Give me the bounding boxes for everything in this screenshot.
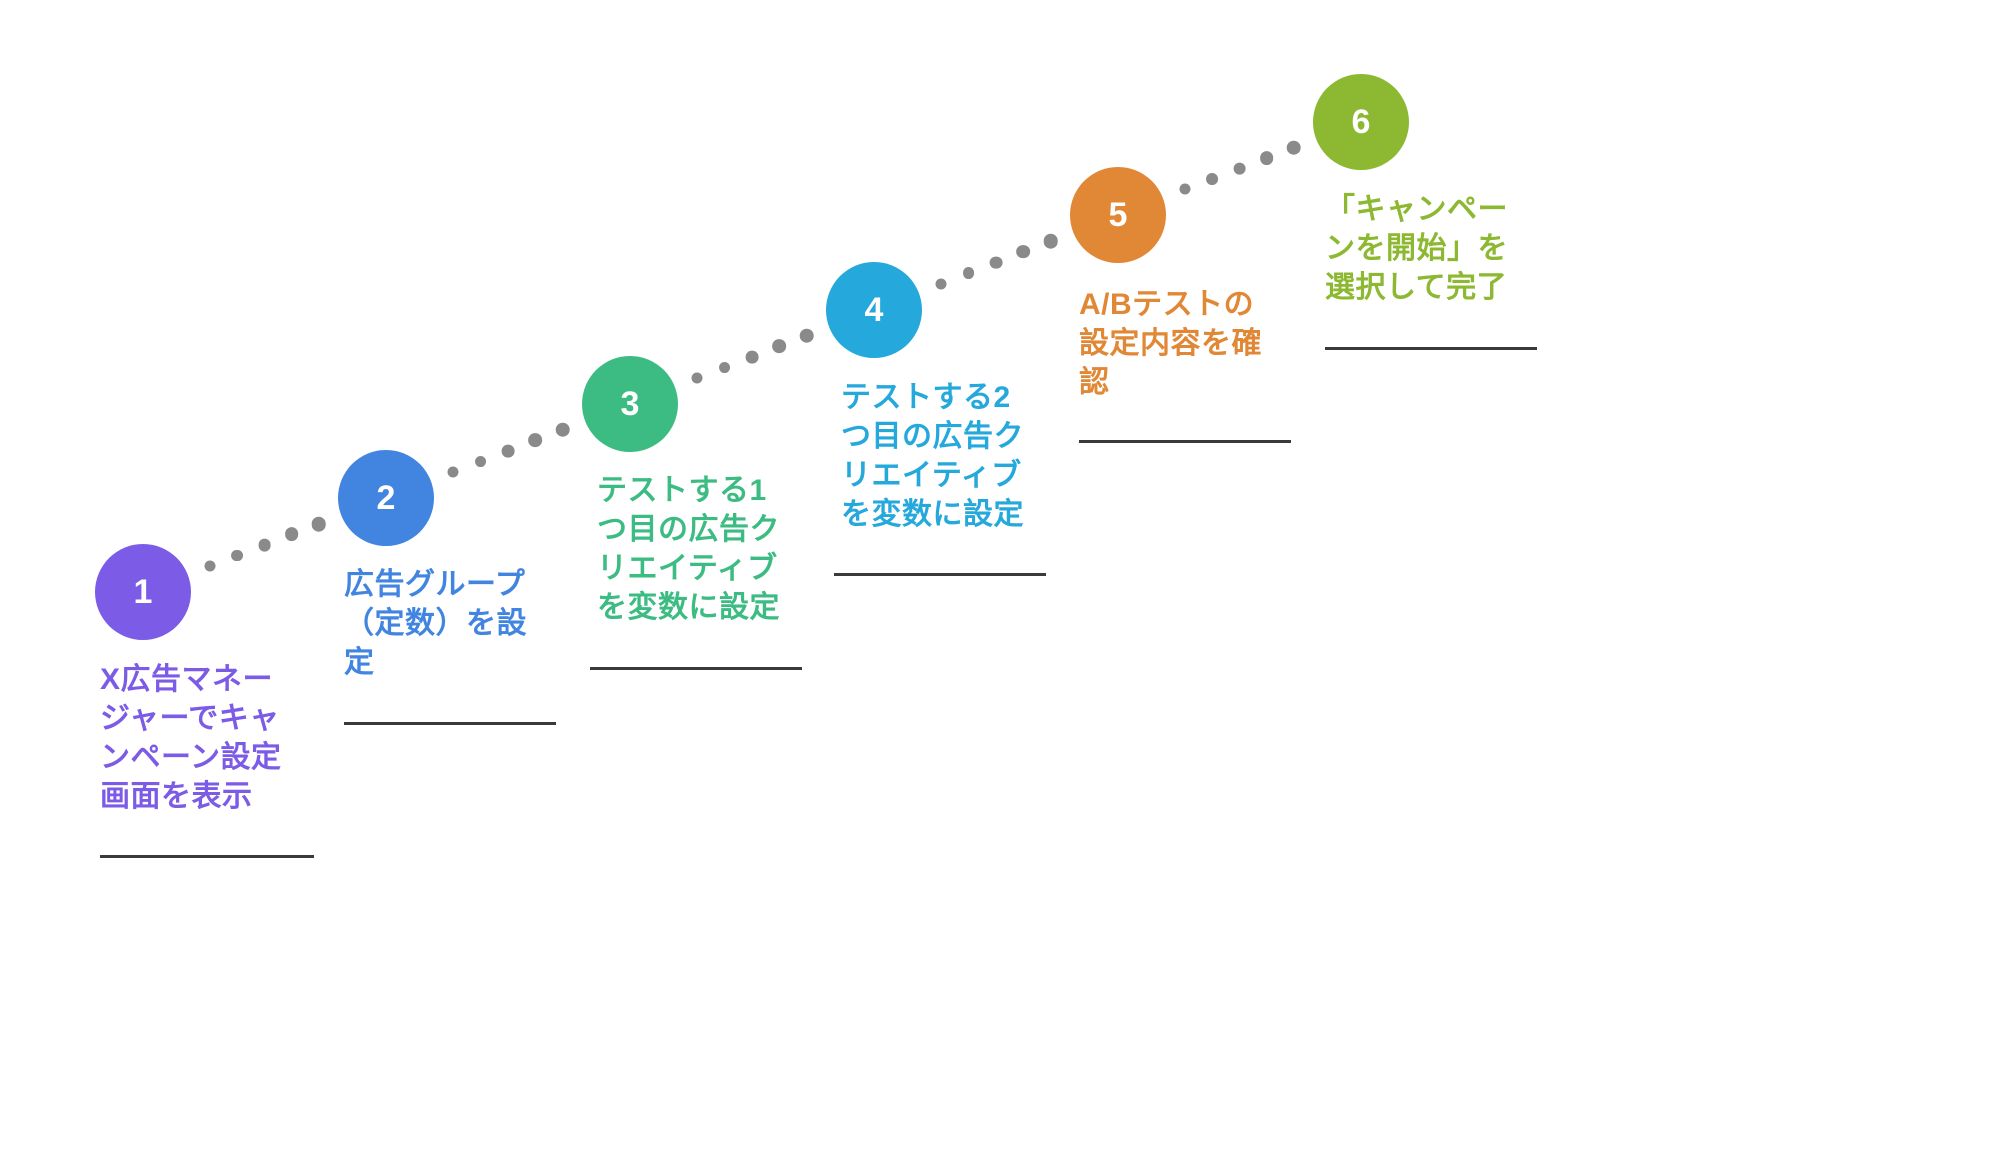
step-number-badge-5[interactable]: 5 xyxy=(1070,167,1166,263)
step-number-badge-3[interactable]: 3 xyxy=(582,356,678,452)
connector-dot xyxy=(718,361,731,374)
step-underline-1 xyxy=(100,855,314,858)
step-underline-3 xyxy=(590,667,802,670)
connector-dot xyxy=(311,516,327,532)
connector-dot xyxy=(772,339,787,354)
connector-dot xyxy=(528,433,543,448)
connector-dot xyxy=(447,466,459,478)
connector-dot xyxy=(691,372,703,384)
step-caption-1: X広告マネー ジャーでキャ ンペーン設定 画面を表示 xyxy=(100,663,282,813)
step-number-badge-6[interactable]: 6 xyxy=(1313,74,1409,170)
step-underline-6 xyxy=(1325,347,1537,350)
connector-dot xyxy=(935,278,947,290)
connector-dot xyxy=(799,328,815,344)
connector-dot xyxy=(1016,244,1031,259)
connector-dot xyxy=(1259,151,1274,165)
step-underline-4 xyxy=(834,573,1046,576)
step-caption-6: 「キャンペー ンを開始」を 選択して完了 xyxy=(1325,193,1508,304)
connector-dot xyxy=(501,444,515,458)
step-number-badge-2[interactable]: 2 xyxy=(338,450,434,546)
step-underline-5 xyxy=(1079,440,1291,443)
step-number-badge-4[interactable]: 4 xyxy=(826,262,922,358)
step-number-badge-1[interactable]: 1 xyxy=(95,544,191,640)
connector-dot xyxy=(474,455,487,468)
connector-dot xyxy=(1179,183,1191,195)
connector-dot xyxy=(1233,162,1246,175)
connector-dot xyxy=(989,256,1003,269)
connector-dot xyxy=(231,549,244,562)
step-caption-2: 広告グループ （定数）を設 定 xyxy=(344,568,527,679)
step-caption-4: テストする2 つ目の広告ク リエイティブ を変数に設定 xyxy=(841,381,1024,531)
step-caption-3: テストする1 つ目の広告ク リエイティブ を変数に設定 xyxy=(597,474,780,624)
connector-dot xyxy=(204,560,216,572)
connector-dot xyxy=(1286,140,1302,156)
connector-dot xyxy=(962,267,975,280)
connector-dot xyxy=(1043,233,1059,249)
connector-dot xyxy=(745,350,759,364)
step-underline-2 xyxy=(344,722,556,725)
connector-dot xyxy=(258,538,271,552)
step-caption-5: A/Bテストの 設定内容を確 認 xyxy=(1079,288,1262,399)
connector-dot xyxy=(1206,172,1219,185)
connector-dot xyxy=(284,527,299,542)
connector-dot xyxy=(555,422,571,438)
